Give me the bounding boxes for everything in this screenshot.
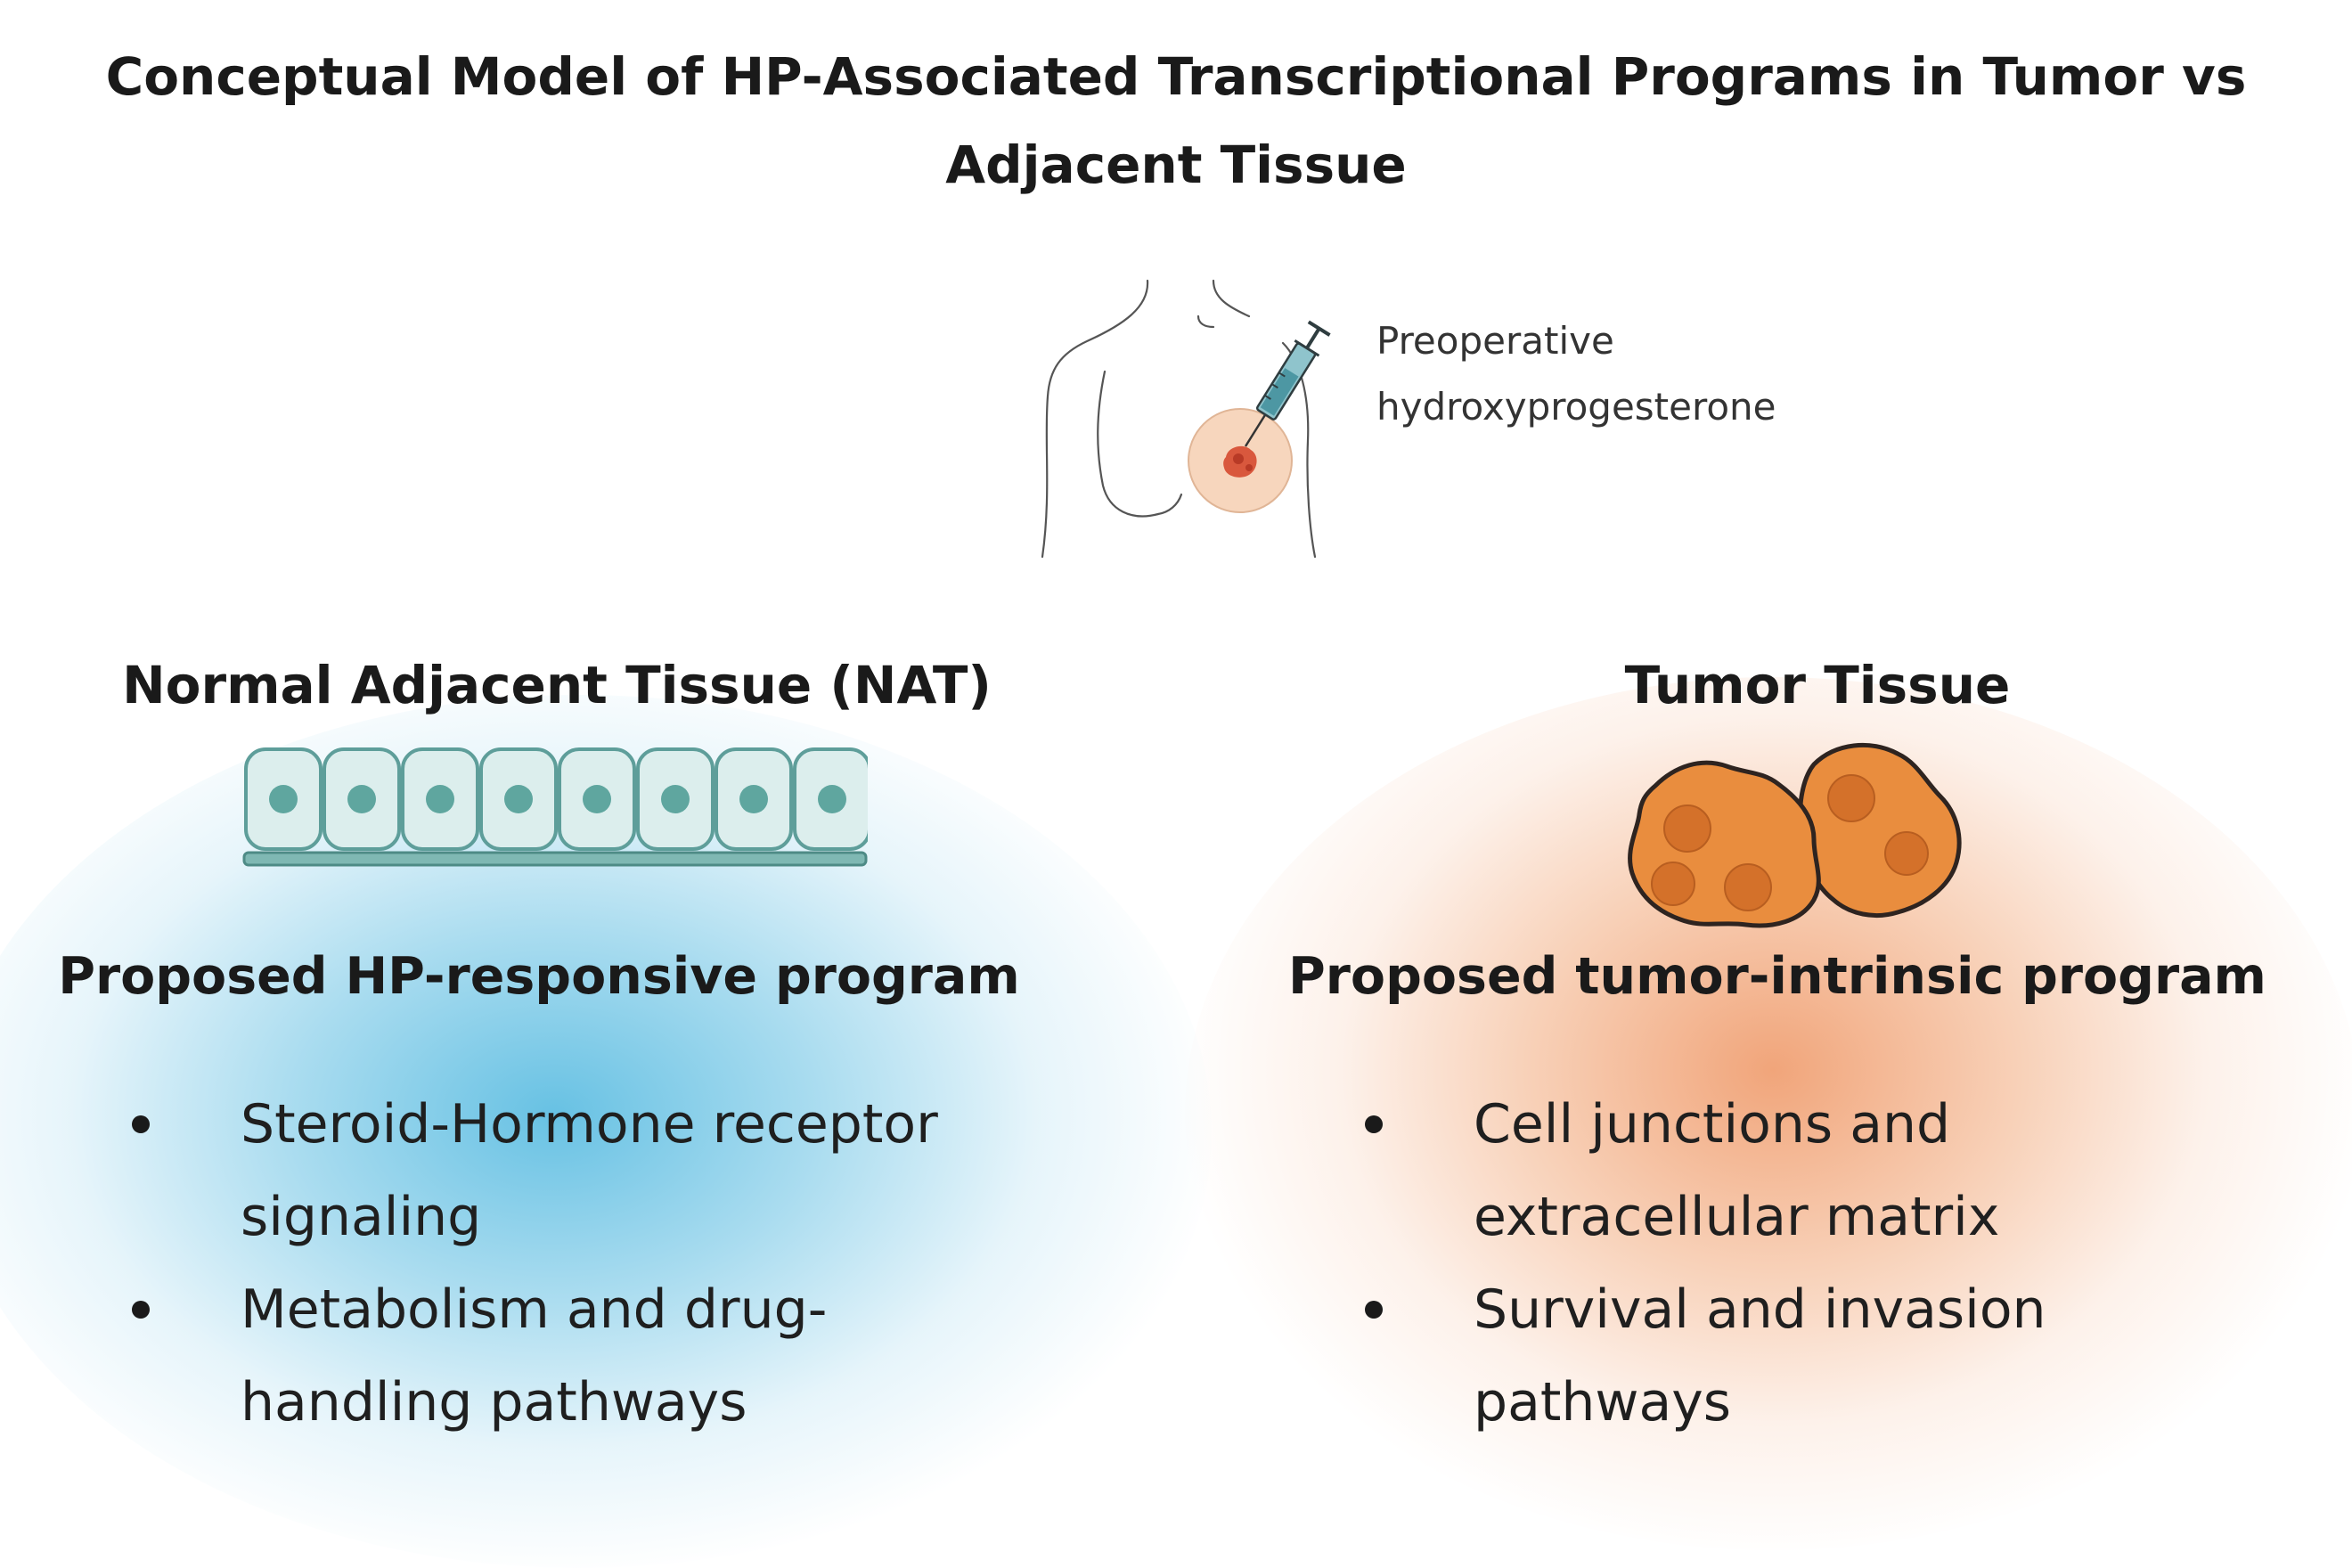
bullet-text-line2: pathways [1474,1371,1732,1433]
hp-responsive-program-title: Proposed HP-responsive program [58,947,1020,1006]
intervention-label-line2: hydroxyprogesterone [1376,385,1776,429]
intervention-label-line1: Preoperative [1376,319,1614,363]
tumor-intrinsic-bullets: Cell junctions and extracellular matrix … [1358,1078,2302,1449]
list-item: Cell junctions and extracellular matrix [1358,1078,2302,1263]
hp-responsive-bullets: Steroid-Hormone receptor signaling Metab… [125,1078,1069,1449]
cell-nucleus [347,785,376,813]
syringe-icon [1244,320,1331,447]
cell-nucleus [426,785,454,813]
bullet-text-line1: Cell junctions and [1474,1093,1951,1156]
cell-nucleus [739,785,768,813]
cell-nucleus [269,785,298,813]
bullet-text-line2: handling pathways [241,1371,747,1433]
cell-nucleus [504,785,533,813]
bullet-dot [1365,1301,1383,1319]
bullet-dot [1365,1115,1383,1133]
tumor-heading: Tumor Tissue [1624,655,2011,715]
cell-nucleus [661,785,690,813]
list-item: Survival and invasion pathways [1358,1263,2302,1449]
list-item: Steroid-Hormone receptor signaling [125,1078,1069,1263]
bullet-dot [132,1115,150,1133]
tumor-cells-icon [1628,742,1962,928]
bullet-text-line2: extracellular matrix [1474,1186,2000,1248]
figure-title-line1: Conceptual Model of HP-Associated Transc… [105,46,2247,107]
bullet-text-line1: Metabolism and drug- [241,1278,828,1341]
bullet-text-line1: Survival and invasion [1474,1278,2046,1341]
bullet-dot [132,1301,150,1319]
list-item: Metabolism and drug- handling pathways [125,1263,1069,1449]
cell-nucleus [583,785,611,813]
bullet-text-line1: Steroid-Hormone receptor [241,1093,938,1156]
nat-heading: Normal Adjacent Tissue (NAT) [122,655,992,715]
breast-tumor-icon [1188,408,1293,513]
torso-injection-illustration [1041,279,1331,559]
bullet-text-line2: signaling [241,1186,482,1248]
figure-title-line2: Adjacent Tissue [945,135,1407,195]
epithelial-cell-layer-icon [242,747,868,867]
tumor-intrinsic-program-title: Proposed tumor-intrinsic program [1288,947,2266,1006]
cell-nucleus [818,785,846,813]
